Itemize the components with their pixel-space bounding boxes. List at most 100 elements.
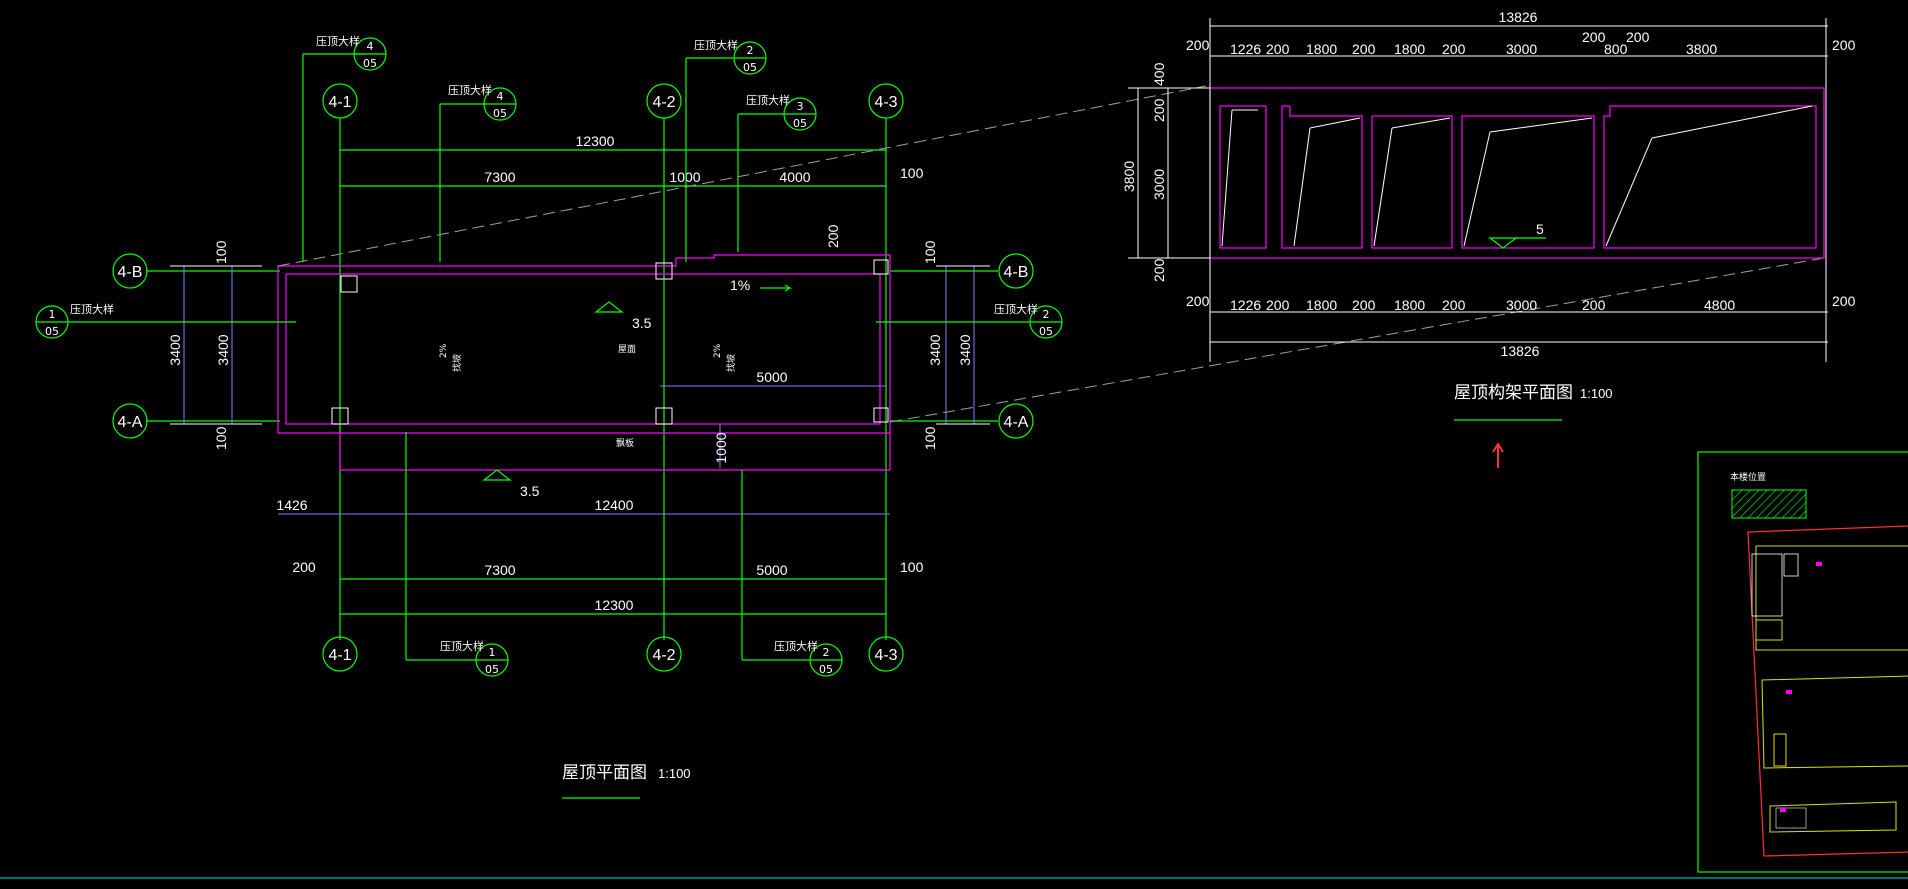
building-outline: [277, 254, 891, 471]
frame-left-dim: 200: [1151, 98, 1167, 122]
hatch-legend: [1731, 489, 1807, 519]
dim-100-left-top: 100: [213, 240, 229, 264]
dim-100-right-bottom: 100: [922, 426, 938, 450]
axis-label: 4-B: [118, 264, 143, 281]
dim-3400-left-outer: 3400: [167, 334, 183, 365]
axis-label: 4-1: [328, 94, 351, 111]
axis-bubble-4-2-top: 4-2: [646, 83, 682, 119]
axis-lines: [146, 118, 998, 640]
frame-top-dim: 3000: [1506, 41, 1537, 57]
axis-label: 4-3: [874, 94, 897, 111]
dim-3400-right-inner: 3400: [927, 334, 943, 365]
detail-number: 2: [747, 44, 754, 57]
detail-callout-right: 压顶大样 2 05: [876, 302, 1063, 339]
detail-label: 压顶大样: [70, 302, 114, 316]
frame-top-dim: 200: [1442, 41, 1466, 57]
detail-label: 压顶大样: [774, 639, 818, 653]
frame-top-dim: 3800: [1686, 41, 1717, 57]
detail-label: 压顶大样: [746, 93, 790, 107]
dim-3400-left-inner: 3400: [215, 334, 231, 365]
detail-number: 1: [489, 646, 496, 659]
detail-sheet: 05: [1039, 325, 1053, 338]
detail-number: 2: [1043, 308, 1050, 321]
frame-title: 屋顶构架平面图: [1454, 383, 1573, 403]
detail-callout-left: 压顶大样 1 05: [35, 302, 296, 339]
frame-bottom-dim: 200: [1266, 297, 1290, 313]
dim-1426: 1426: [276, 497, 307, 513]
detail-callout-top-1: 压顶大样 4 05: [302, 34, 387, 262]
detail-label: 压顶大样: [994, 302, 1038, 316]
columns: [331, 259, 889, 425]
plan-title: 屋顶平面图: [562, 763, 647, 783]
slope-text: 1%: [730, 277, 750, 293]
axis-bubble-4-1-top: 4-1: [322, 83, 358, 119]
frame-bottom-dim: 200: [1442, 297, 1466, 313]
axis-label: 4-2: [652, 647, 675, 664]
dim-5000-bottom: 5000: [756, 562, 787, 578]
slope-note-right-2: 找坡: [725, 354, 737, 372]
frame-elevation: 5: [1536, 221, 1544, 237]
frame-left-dim: 3800: [1121, 161, 1137, 192]
pointer-arrow-icon: [1492, 442, 1504, 468]
room-label-roof: 屋面: [618, 344, 636, 355]
axis-bubble-4-B-right: 4-B: [998, 253, 1034, 289]
frame-top-dim: 200: [1266, 41, 1290, 57]
elevation-lower: 3.5: [520, 483, 540, 499]
projection-lines: [277, 85, 1825, 423]
detail-label: 压顶大样: [448, 83, 492, 97]
elevation-triangle-icon: [594, 301, 624, 313]
frame-bottom-dim: 200: [1832, 293, 1856, 309]
frame-bottom-dim: 1800: [1306, 297, 1337, 313]
detail-sheet: 05: [493, 107, 507, 120]
detail-sheet: 05: [45, 325, 59, 338]
dim-200-top: 200: [825, 224, 841, 248]
detail-sheet: 05: [485, 663, 499, 676]
frame-bottom-dim: 1800: [1394, 297, 1425, 313]
roof-plan: 4-1 4-2 4-3 4-1 4-2 4-3 4-B 4-A: [35, 34, 1063, 799]
dim-200-bottom: 200: [292, 559, 316, 575]
elevation-triangle-icon: [1488, 237, 1518, 249]
axis-bubble-4-B-left: 4-B: [112, 253, 148, 289]
plan-scale: 1:100: [658, 766, 691, 781]
frame-top-dim: 200: [1626, 29, 1650, 45]
frame-total-bottom: 13826: [1501, 343, 1540, 359]
elevation-upper: 3.5: [632, 315, 652, 331]
frame-bottom-dim: 200: [1186, 293, 1210, 309]
axis-label: 4-1: [328, 647, 351, 664]
frame-top-dim: 200: [1352, 41, 1376, 57]
dimension-lines: [170, 149, 990, 615]
axis-bubble-4-A-right: 4-A: [998, 403, 1034, 439]
frame-left-dim: 400: [1151, 62, 1167, 86]
frame-scale: 1:100: [1580, 386, 1613, 401]
axis-label: 4-B: [1004, 264, 1029, 281]
frame-left-dim: 200: [1151, 258, 1167, 282]
detail-label: 压顶大样: [694, 38, 738, 52]
detail-number: 2: [823, 646, 830, 659]
frame-bottom-dim: 3000: [1506, 297, 1537, 313]
detail-callout-bottom-2: 压顶大样 2 05: [741, 470, 843, 677]
frame-top-dim: 200: [1186, 37, 1210, 53]
frame-total-top: 13826: [1499, 9, 1538, 25]
dim-5000-inner: 5000: [756, 369, 787, 385]
dim-7300-bottom: 7300: [484, 562, 515, 578]
frame-top-dim: 200: [1582, 29, 1606, 45]
detail-callout-top-3: 压顶大样 2 05: [685, 38, 767, 262]
detail-sheet: 05: [819, 663, 833, 676]
detail-number: 4: [367, 40, 374, 53]
dim-1000-inner: 1000: [713, 432, 729, 463]
frame-left-dim: 3000: [1151, 169, 1167, 200]
dim-1000-top: 1000: [669, 169, 700, 185]
frame-bottom-dim: 1226: [1230, 297, 1261, 313]
dim-12300-top: 12300: [576, 133, 615, 149]
detail-number: 4: [497, 90, 504, 103]
detail-label: 压顶大样: [440, 639, 484, 653]
axis-bubble-4-3-top: 4-3: [868, 83, 904, 119]
axis-bubble-4-1-bottom: 4-1: [322, 636, 358, 672]
axis-bubble-4-A-left: 4-A: [112, 403, 148, 439]
slope-arrow-icon: [760, 284, 793, 292]
detail-sheet: 05: [793, 117, 807, 130]
slope-note-left-2: 找坡: [451, 354, 463, 372]
dim-100-top: 100: [900, 165, 924, 181]
frame-bottom-dim: 200: [1352, 297, 1376, 313]
